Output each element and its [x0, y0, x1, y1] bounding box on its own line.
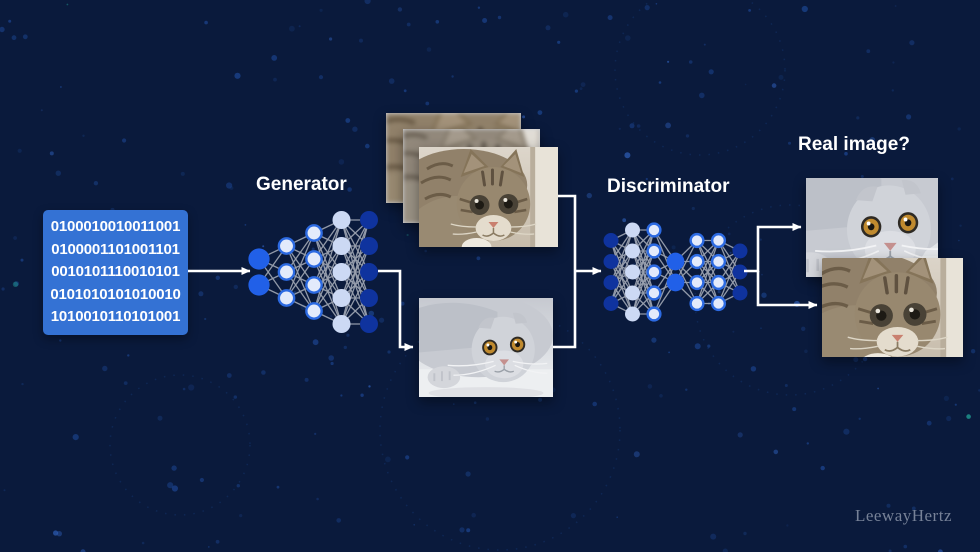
binary-noise-line: 0010101110010101: [51, 263, 180, 281]
candidate-cat-photo-real: [822, 258, 963, 357]
discriminator-label: Discriminator: [607, 176, 730, 197]
generator-network-icon: [248, 211, 378, 333]
binary-noise-line: 0100010010011001: [50, 218, 181, 235]
binary-noise-line: 1010010110101001: [50, 308, 181, 326]
binary-noise-line: 0101010101010010: [50, 285, 181, 303]
generator-label: Generator: [256, 174, 347, 195]
real-image-question-label: Real image?: [798, 134, 910, 155]
watermark: LeewayHertz: [854, 506, 952, 525]
noise-input-box: 0100010010011001 0100001101001101 00101011…: [43, 210, 188, 335]
binary-noise-line: 0100001101001101: [51, 240, 180, 258]
generated-cat-photo: [419, 298, 553, 397]
discriminator-network-icon: [603, 222, 748, 322]
real-cat-photo-front: [419, 147, 558, 247]
